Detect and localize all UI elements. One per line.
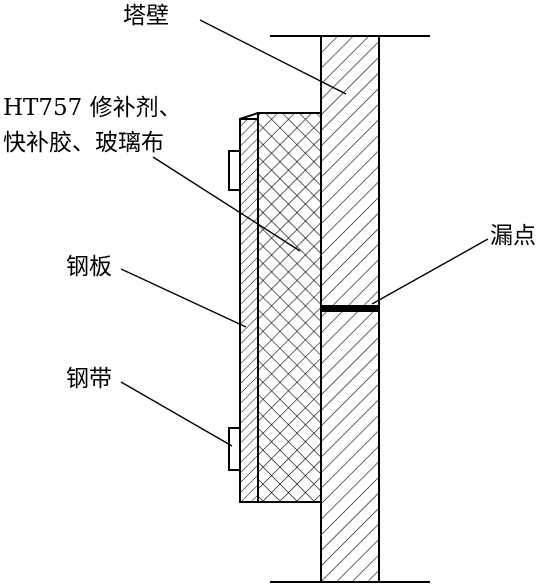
label-repair-material-line1: HT757 修补剂、 <box>3 95 182 121</box>
label-tower-wall: 塔壁 <box>123 3 169 29</box>
label-leak-point: 漏点 <box>490 223 536 249</box>
leader-steel-strap <box>120 381 233 447</box>
label-steel-plate: 钢板 <box>66 254 112 280</box>
leader-steel-plate <box>120 268 247 328</box>
leader-tower-wall <box>199 19 347 95</box>
label-repair-material-line2: 快补胶、玻璃布 <box>3 130 164 156</box>
repair-material-layer <box>257 112 322 503</box>
steel-strap-upper <box>228 150 241 191</box>
steel-strap-lower <box>228 427 241 471</box>
label-steel-strap: 钢带 <box>66 366 112 392</box>
leader-repair-material <box>152 156 301 252</box>
plate-edge-top <box>239 112 259 120</box>
leader-leak-point <box>371 238 489 305</box>
leak-point-mark <box>321 305 379 312</box>
steel-plate <box>239 118 259 503</box>
